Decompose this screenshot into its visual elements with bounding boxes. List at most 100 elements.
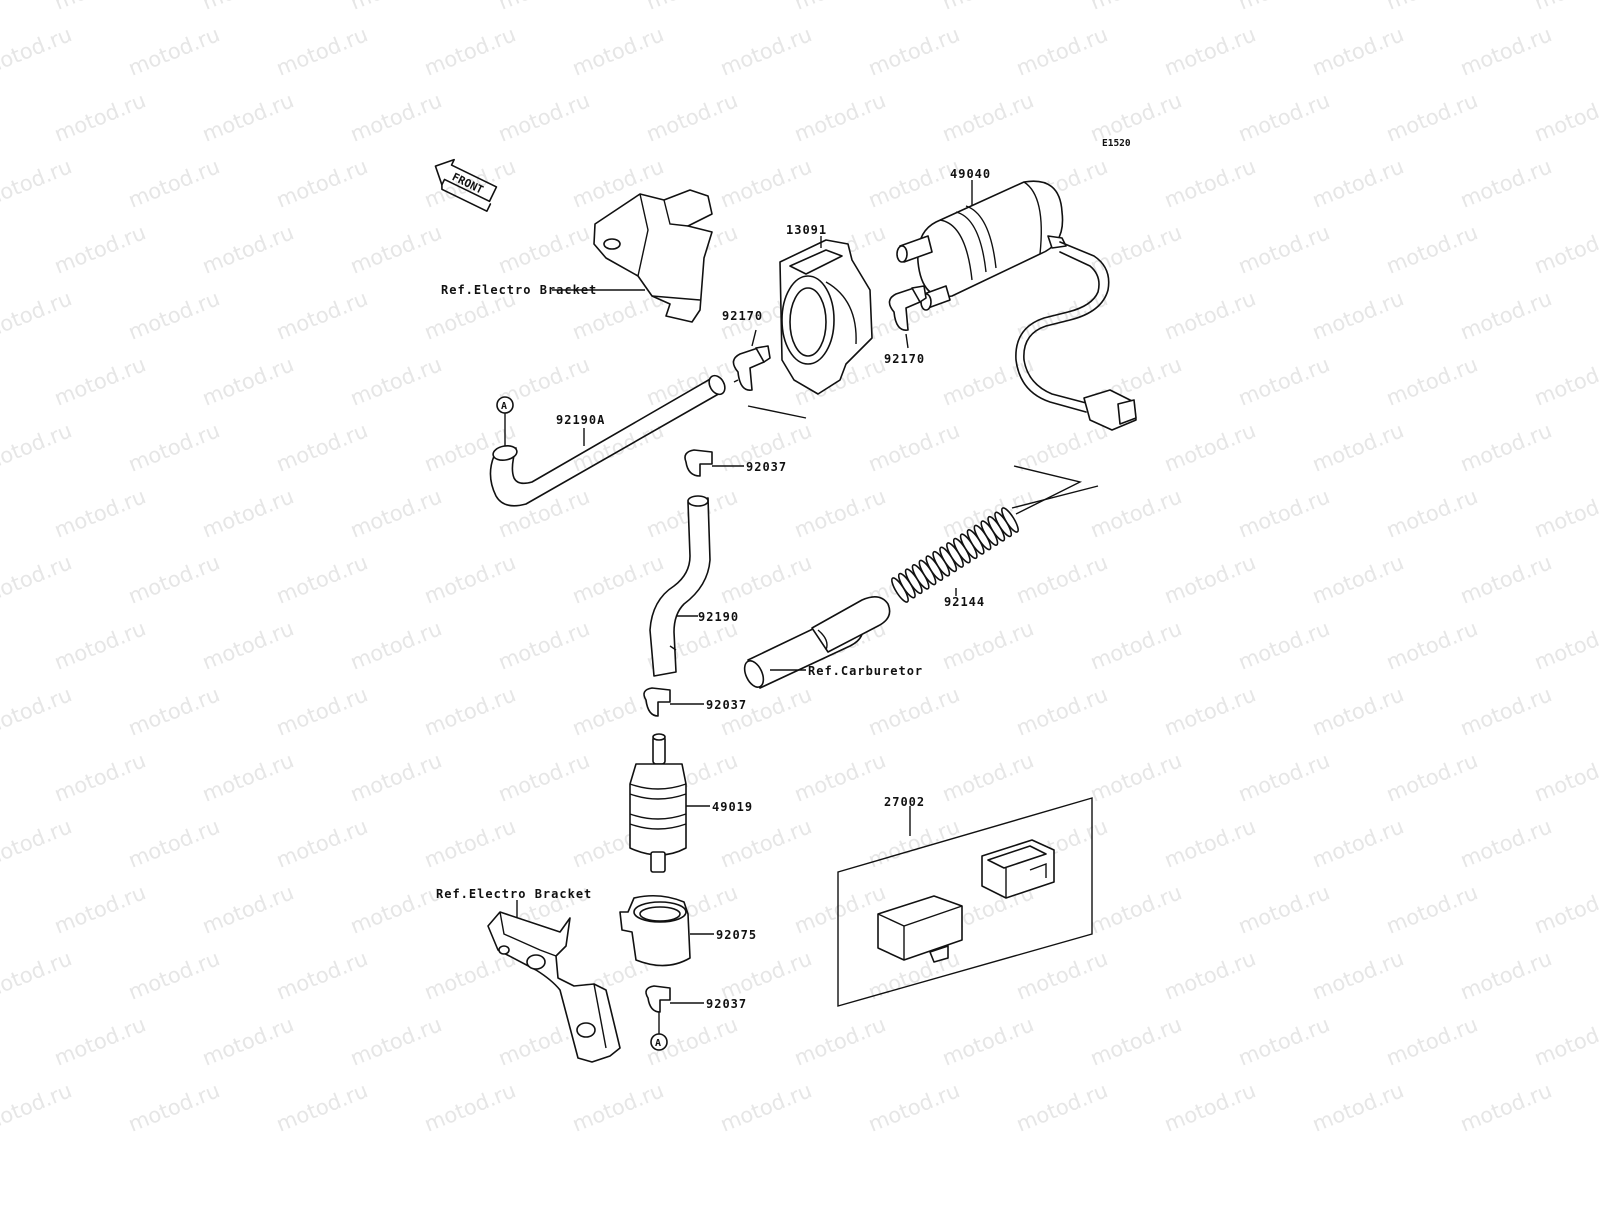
watermark-text: motod.ru: [347, 484, 445, 542]
watermark-text: motod.ru: [125, 550, 223, 608]
watermark-text: motod.ru: [1013, 1078, 1111, 1136]
watermark-text: motod.ru: [0, 418, 75, 476]
watermark-text: motod.ru: [125, 154, 223, 212]
watermark-text: motod.ru: [865, 418, 963, 476]
watermark-text: motod.ru: [643, 88, 741, 146]
watermark-text: motod.ru: [791, 748, 889, 806]
watermark-text: motod.ru: [865, 682, 963, 740]
watermark-text: motod.ru: [1309, 22, 1407, 80]
watermark-text: motod.ru: [495, 748, 593, 806]
ref-bracket-bottom: Ref.Electro Bracket: [436, 887, 592, 901]
watermark-text: motod.ru: [939, 748, 1037, 806]
watermark-text: motod.ru: [569, 550, 667, 608]
watermark-text: motod.ru: [495, 88, 593, 146]
watermark-text: motod.ru: [199, 484, 297, 542]
watermark-text: motod.ru: [1531, 220, 1600, 278]
watermark-text: motod.ru: [1531, 748, 1600, 806]
watermark-text: motod.ru: [1013, 946, 1111, 1004]
watermark-text: motod.ru: [199, 616, 297, 674]
watermark-text: motod.ru: [939, 88, 1037, 146]
part-92190: 92190: [698, 610, 739, 624]
watermark-text: motod.ru: [199, 1012, 297, 1070]
part-92075: 92075: [716, 928, 757, 942]
watermark-text: motod.ru: [1531, 1012, 1600, 1070]
watermark-text: motod.ru: [273, 550, 371, 608]
watermark-text: motod.ru: [273, 22, 371, 80]
watermark-text: motod.ru: [273, 418, 371, 476]
watermark-text: motod.ru: [199, 880, 297, 938]
ref-bracket-top: Ref.Electro Bracket: [441, 283, 597, 297]
watermark-text: motod.ru: [273, 946, 371, 1004]
watermark-text: motod.ru: [1383, 220, 1481, 278]
watermark-text: motod.ru: [1235, 352, 1333, 410]
watermark-text: motod.ru: [1383, 748, 1481, 806]
watermark-text: motod.ru: [199, 0, 297, 15]
watermark-text: motod.ru: [1531, 484, 1600, 542]
watermark-text: motod.ru: [1457, 286, 1555, 344]
watermark-layer: motod.ru motod.ru motod.ru motod.ru motod.ru…: [0, 0, 1600, 1137]
watermark-text: motod.ru: [1161, 1078, 1259, 1136]
pointer-line-pump: [747, 405, 807, 419]
electro-bracket-bottom: [487, 911, 621, 1063]
watermark-text: motod.ru: [1457, 1078, 1555, 1136]
watermark-text: motod.ru: [51, 0, 149, 15]
watermark-text: motod.ru: [1531, 880, 1600, 938]
part-49040: 49040: [950, 167, 991, 181]
watermark-text: motod.ru: [125, 418, 223, 476]
clamp-92170-left: [732, 345, 771, 391]
watermark-text: motod.ru: [1383, 484, 1481, 542]
watermark-text: motod.ru: [421, 22, 519, 80]
watermark-text: motod.ru: [199, 220, 297, 278]
spring-92144: [891, 507, 1019, 603]
watermark-text: motod.ru: [865, 814, 963, 872]
watermark-text: motod.ru: [1309, 418, 1407, 476]
part-49019: 49019: [712, 800, 753, 814]
watermark-text: motod.ru: [1383, 1012, 1481, 1070]
watermark-text: motod.ru: [1161, 550, 1259, 608]
hose-92190a: [489, 374, 739, 507]
watermark-text: motod.ru: [421, 682, 519, 740]
watermark-text: motod.ru: [1531, 0, 1600, 15]
watermark-text: motod.ru: [199, 88, 297, 146]
watermark-text: motod.ru: [0, 154, 75, 212]
watermark-text: motod.ru: [51, 220, 149, 278]
clip-92037-bottom: [645, 985, 671, 1013]
clip-92037-mid: [643, 687, 671, 717]
watermark-text: motod.ru: [1383, 88, 1481, 146]
watermark-text: motod.ru: [0, 22, 75, 80]
watermark-text: motod.ru: [0, 286, 75, 344]
watermark-text: motod.ru: [125, 814, 223, 872]
ref-carburetor: Ref.Carburetor: [808, 664, 923, 678]
watermark-text: motod.ru: [1161, 154, 1259, 212]
watermark-text: motod.ru: [0, 682, 75, 740]
watermark-text: motod.ru: [1087, 220, 1185, 278]
watermark-text: motod.ru: [495, 0, 593, 15]
watermark-text: motod.ru: [865, 1078, 963, 1136]
part-13091: 13091: [786, 223, 827, 237]
watermark-text: motod.ru: [1309, 550, 1407, 608]
watermark-text: motod.ru: [1309, 814, 1407, 872]
watermark-text: motod.ru: [1531, 352, 1600, 410]
watermark-text: motod.ru: [1457, 154, 1555, 212]
watermark-text: motod.ru: [0, 946, 75, 1004]
watermark-text: motod.ru: [865, 154, 963, 212]
watermark-text: motod.ru: [1161, 418, 1259, 476]
pointer-line-spring: [1013, 465, 1083, 515]
watermark-text: motod.ru: [939, 1012, 1037, 1070]
part-92037-mid: 92037: [706, 698, 747, 712]
watermark-text: motod.ru: [791, 880, 889, 938]
watermark-text: motod.ru: [0, 814, 75, 872]
watermark-text: motod.ru: [791, 484, 889, 542]
leader-92170-left: [751, 329, 757, 347]
part-92037-top: 92037: [746, 460, 787, 474]
watermark-text: motod.ru: [569, 418, 667, 476]
ref-a-top: [496, 396, 514, 414]
watermark-text: motod.ru: [569, 22, 667, 80]
watermark-text: motod.ru: [1531, 88, 1600, 146]
watermark-text: motod.ru: [1383, 352, 1481, 410]
watermark-text: motod.ru: [0, 1078, 75, 1136]
watermark-text: motod.ru: [421, 814, 519, 872]
watermark-text: motod.ru: [1087, 616, 1185, 674]
